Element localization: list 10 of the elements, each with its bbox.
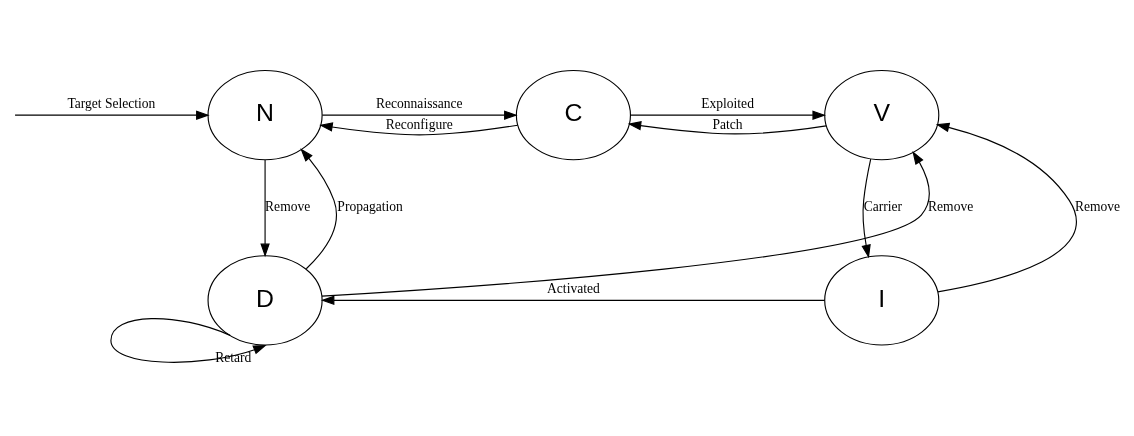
edge-label: Remove (928, 199, 974, 215)
edge-label: Activated (547, 281, 600, 297)
edge-label: Carrier (863, 199, 903, 215)
edge-label: Reconfigure (385, 117, 453, 133)
edge-label: Exploited (701, 95, 754, 111)
edge-label: Target Selection (67, 95, 156, 111)
edge-label: Remove (1074, 199, 1121, 215)
edge-label: Patch (712, 117, 743, 133)
edge-label: Propagation (337, 199, 403, 215)
edge-label: Reconnaissance (375, 95, 463, 111)
